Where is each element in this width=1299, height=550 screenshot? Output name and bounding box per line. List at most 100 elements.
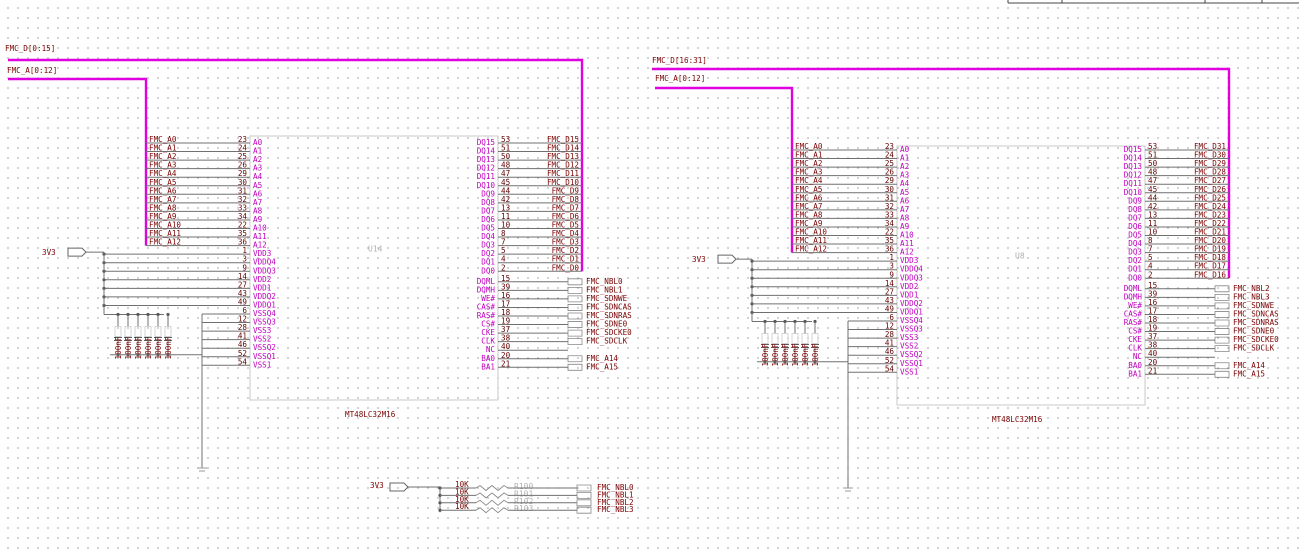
control-pin-name: CAS# — [477, 302, 496, 311]
data-net-label: FMC_D13 — [547, 152, 579, 161]
data-net-label: FMC_D8 — [552, 195, 580, 204]
control-net-label: FMC_SDCKE0 — [586, 328, 632, 337]
net-port-symbol — [576, 484, 592, 492]
data-bus-line — [652, 67, 1231, 279]
data-pin-number: 2 — [501, 263, 506, 272]
address-pin-number: 23 — [238, 135, 247, 144]
power-pin-number: 3 — [889, 262, 894, 271]
net-port-symbol — [1214, 345, 1230, 353]
address-net-label: FMC_A6 — [149, 186, 177, 195]
data-pin-name: DQ7 — [481, 206, 495, 215]
address-pin-name: A1 — [253, 147, 263, 156]
address-pin-name: A11 — [900, 239, 914, 248]
address-pin-name: A12 — [900, 248, 914, 257]
power-pin-number: 9 — [889, 270, 894, 279]
cap-ref-box — [144, 326, 152, 337]
control-net-label: FMC_SDCLK — [1233, 344, 1275, 353]
power-port-label: 3V3 — [42, 248, 56, 257]
address-pin-number: 31 — [885, 193, 895, 202]
address-pin-name: A3 — [253, 164, 262, 173]
address-bus-line — [655, 86, 794, 253]
net-port-symbol — [576, 491, 592, 499]
power-pin-name: VSS1 — [900, 367, 919, 376]
address-pin-number: 34 — [238, 212, 248, 221]
data-pin-number: 5 — [501, 246, 506, 255]
power-pin-name: VDDQ1 — [900, 307, 923, 316]
control-net-label: FMC_NBL3 — [1233, 292, 1270, 301]
cap-value-label: 100nF — [124, 336, 133, 359]
control-net-label: FMC_SDNRAS — [1233, 318, 1279, 327]
address-pin-name: A8 — [900, 213, 910, 222]
data-pin-number: 47 — [1148, 176, 1157, 185]
power-pin-number: 1 — [889, 253, 894, 262]
net-port-symbol — [567, 338, 583, 346]
resistor-value-label: 10K — [455, 502, 469, 511]
data-pin-name: DQ3 — [481, 241, 495, 250]
data-pin-number: 8 — [1148, 236, 1153, 245]
power-pin-number: 6 — [242, 306, 247, 315]
resistor-symbol — [475, 507, 509, 514]
control-net-label: FMC_A15 — [1233, 369, 1265, 378]
address-pin-number: 30 — [885, 185, 895, 194]
data-net-label: FMC_D3 — [552, 238, 579, 247]
power-pin-name: VSSQ2 — [253, 343, 276, 352]
address-pin-number: 36 — [238, 238, 248, 247]
bus-label-a-right: FMC_A[0:12] — [655, 74, 705, 83]
net-port-symbol — [567, 278, 583, 286]
data-pin-number: 53 — [1148, 142, 1157, 151]
data-pin-number: 11 — [1148, 219, 1158, 228]
address-pin-name: A4 — [253, 172, 263, 181]
address-pin-name: A1 — [900, 154, 910, 163]
address-net-label: FMC_A0 — [149, 135, 177, 144]
data-pin-number: 45 — [1148, 185, 1157, 194]
control-pin-number: 15 — [501, 274, 510, 283]
power-pin-number: 43 — [885, 296, 894, 305]
resistor-value-label: 10K — [455, 487, 469, 496]
address-pin-name: A10 — [900, 231, 914, 240]
address-net-label: FMC_A4 — [795, 176, 823, 185]
power-pin-name: VSS3 — [253, 326, 271, 335]
cap-ref-box — [801, 333, 809, 344]
address-pin-name: A0 — [900, 145, 910, 154]
data-pin-name: DQ9 — [481, 189, 495, 198]
address-pin-number: 22 — [885, 228, 894, 237]
net-port-symbol — [1214, 311, 1230, 318]
control-pin-name: BA1 — [481, 362, 495, 371]
control-net-label: FMC_NBL1 — [586, 285, 623, 294]
data-net-label: FMC_D31 — [1194, 142, 1226, 151]
data-pin-name: DQ4 — [1128, 239, 1142, 248]
data-pin-name: DQ2 — [481, 249, 495, 258]
address-pin-number: 25 — [238, 152, 247, 161]
control-pin-name: BA1 — [1128, 369, 1142, 378]
address-pin-number: 26 — [238, 161, 248, 170]
address-net-label: FMC_A10 — [795, 228, 827, 237]
power-pin-number: 12 — [885, 322, 894, 331]
control-net-label: FMC_SDNWE — [1233, 301, 1275, 310]
power-pin-name: VSSQ3 — [900, 325, 923, 334]
address-pin-number: 36 — [885, 245, 895, 254]
control-pin-number: 18 — [1148, 315, 1158, 324]
net-port-symbol — [567, 286, 583, 294]
data-pin-number: 45 — [501, 178, 510, 187]
power-pin-name: VDD2 — [253, 275, 271, 284]
address-net-label: FMC_A1 — [795, 151, 823, 160]
data-pin-name: DQ12 — [1124, 171, 1142, 180]
net-port-symbol — [1214, 302, 1230, 310]
control-pin-number: 39 — [1148, 289, 1158, 298]
data-pin-name: DQ8 — [1128, 205, 1142, 214]
address-net-label: FMC_A12 — [795, 245, 827, 254]
address-pin-number: 29 — [885, 176, 895, 185]
data-pin-name: DQ8 — [481, 198, 495, 207]
power-pin-number: 54 — [885, 364, 895, 373]
address-pin-name: A10 — [253, 224, 267, 233]
address-pin-name: A5 — [900, 188, 909, 197]
address-pin-number: 29 — [238, 169, 248, 178]
address-net-label: FMC_A3 — [149, 161, 176, 170]
control-pin-name: CLK — [481, 337, 495, 346]
address-pin-name: A11 — [253, 232, 267, 241]
data-pin-name: DQ2 — [1128, 256, 1142, 265]
address-pin-name: A12 — [253, 241, 267, 250]
